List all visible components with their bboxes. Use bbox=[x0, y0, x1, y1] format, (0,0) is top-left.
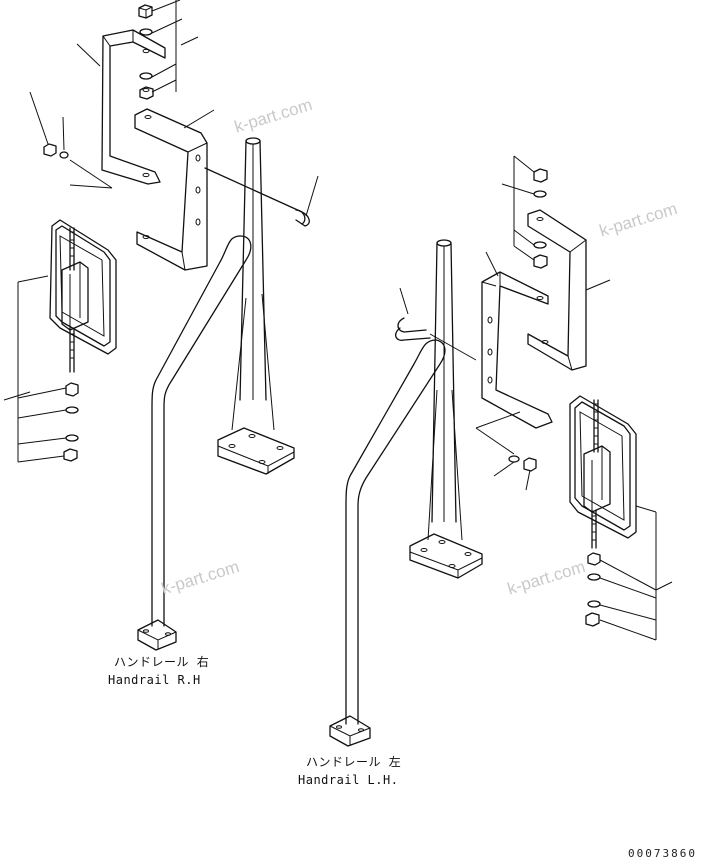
lh-top-hardware bbox=[501, 155, 548, 269]
rh-pole bbox=[217, 137, 295, 475]
handrail-lh-label-en: Handrail L.H. bbox=[298, 773, 399, 787]
lh-mirror-hardware bbox=[585, 512, 673, 641]
lh-handrail bbox=[329, 339, 446, 747]
lh-mirror bbox=[569, 395, 657, 549]
rh-side-hardware bbox=[29, 91, 113, 189]
lh-pole bbox=[409, 239, 483, 579]
rh-handrail bbox=[137, 235, 252, 651]
rh-lower-bracket bbox=[134, 108, 215, 271]
handrail-rh-label-en: Handrail R.H bbox=[108, 673, 201, 687]
lh-lower-bracket bbox=[481, 251, 553, 429]
rh-mirror-hardware bbox=[3, 275, 79, 463]
rh-mirror bbox=[49, 219, 117, 373]
rh-u-bolt bbox=[204, 167, 319, 227]
lh-upper-bracket bbox=[527, 209, 611, 371]
handrail-lh-label-jp: ハンドレール 左 bbox=[306, 755, 402, 769]
rh-top-leaders bbox=[151, 0, 199, 93]
drawing-number: 00073860 bbox=[628, 847, 697, 860]
handrail-rh-label-jp: ハンドレール 右 bbox=[114, 655, 210, 669]
lh-side-hardware bbox=[475, 411, 537, 491]
rh-upper-bracket bbox=[76, 29, 166, 185]
rh-top-hardware bbox=[138, 4, 154, 100]
